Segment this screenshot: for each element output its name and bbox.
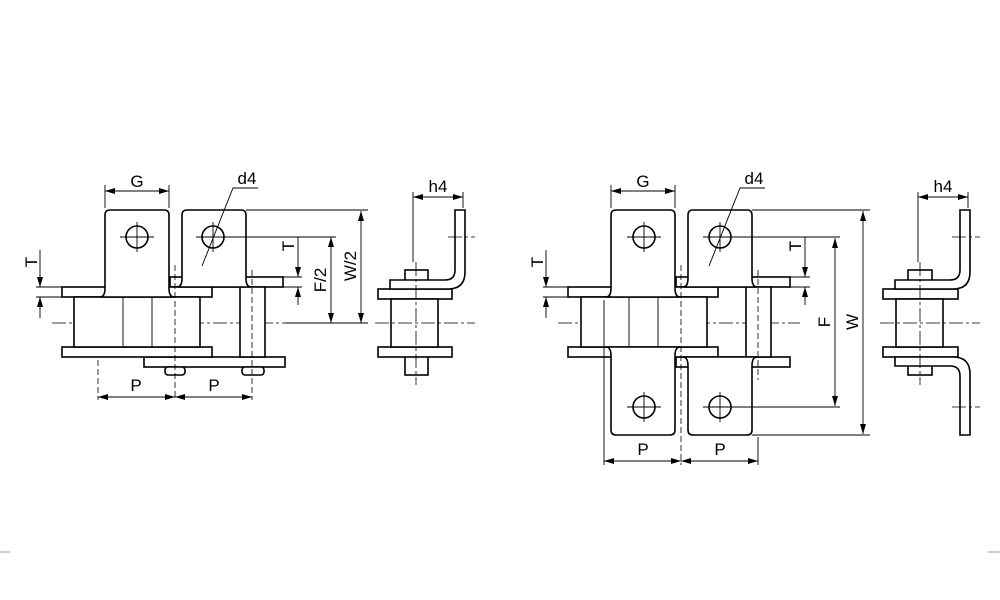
dim-t-right: T [786, 241, 805, 251]
dim-g: G [130, 172, 143, 191]
single-attachment-front-view: G d4 W/2 F/2 T T P P [22, 169, 368, 400]
dim-w-half: W/2 [341, 251, 360, 281]
dim-f: F [815, 317, 834, 327]
dim-h4: h4 [429, 177, 448, 196]
dim-g: G [636, 172, 649, 191]
dim-w: W [843, 314, 862, 330]
dim-t-right: T [279, 241, 298, 251]
dim-t-left: T [528, 257, 547, 267]
dim-p2: P [208, 376, 219, 395]
dim-f-half: F/2 [311, 268, 330, 293]
dim-t-left: T [22, 257, 41, 267]
dim-d4: d4 [745, 169, 764, 188]
dim-p2: P [714, 440, 725, 459]
dim-p1: P [130, 376, 141, 395]
single-attachment-side-view: h4 [375, 177, 475, 385]
dim-d4: d4 [238, 169, 257, 188]
dim-p1: P [637, 440, 648, 459]
dim-h4: h4 [934, 177, 953, 196]
double-attachment-side-view: h4 [880, 177, 980, 436]
double-attachment-front-view: G d4 W F T T P P [528, 169, 870, 465]
